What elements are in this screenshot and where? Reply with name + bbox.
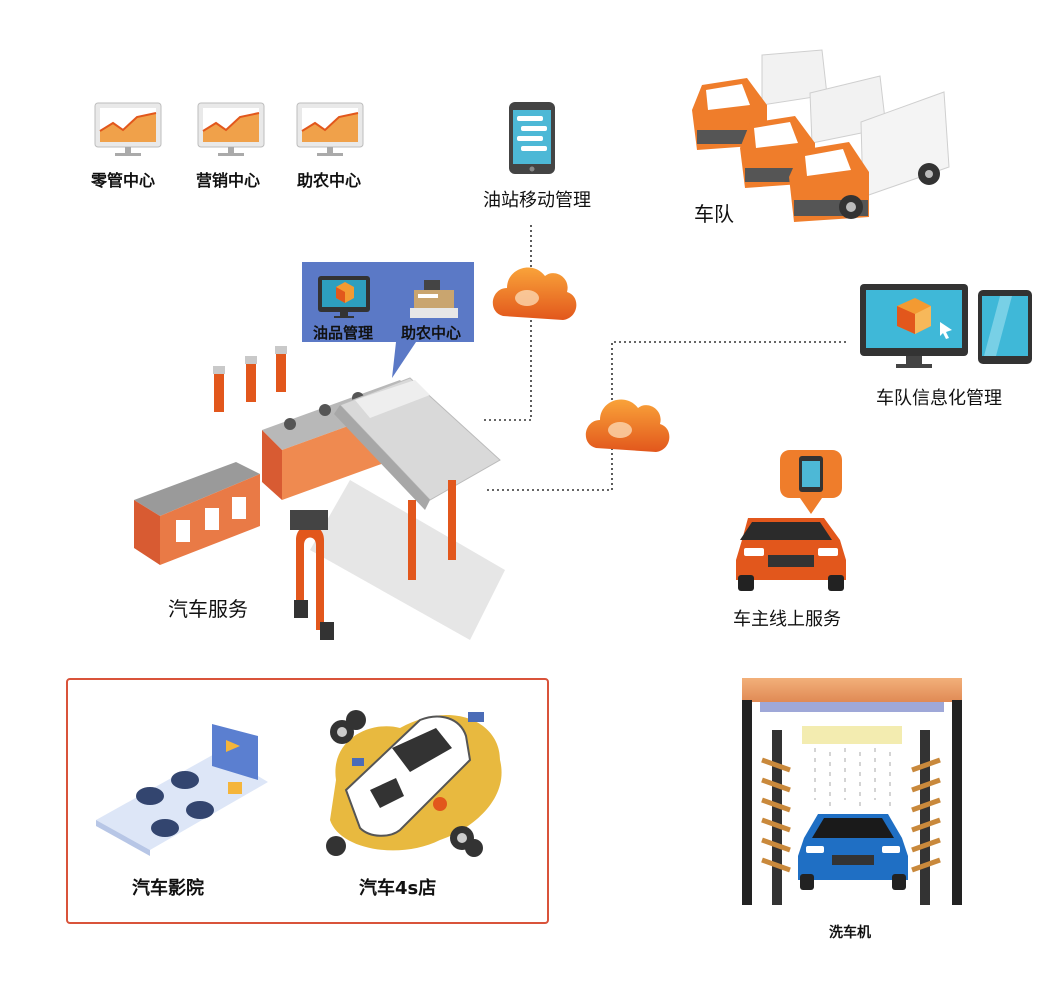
chart-monitor-icon — [296, 102, 364, 156]
chart-monitor-icon — [197, 102, 265, 156]
car-service-label: 汽车服务 — [168, 597, 248, 621]
partner-label-4s: 汽车4s店 — [359, 878, 437, 899]
partner-frame — [66, 678, 549, 924]
car-owner-label: 车主线上服务 — [733, 609, 841, 630]
center-label-agri: 助农中心 — [297, 171, 362, 190]
panel-label-oil: 油品管理 — [313, 324, 374, 342]
partner-label-cinema: 汽车影院 — [132, 878, 204, 899]
smartphone-icon — [509, 102, 555, 174]
cloud-icon — [492, 267, 577, 320]
cloud-icon — [585, 399, 670, 452]
cinema-icon — [96, 724, 268, 856]
gas-station-icon — [134, 346, 505, 640]
car-wash-icon — [742, 678, 962, 905]
car-wash-label: 洗车机 — [829, 925, 871, 941]
center-label-marketing: 营销中心 — [196, 171, 261, 190]
monitor-tablet-icon — [860, 284, 1032, 368]
mobile-label: 油站移动管理 — [483, 190, 591, 211]
repair-shop-icon — [326, 710, 502, 857]
car-phone-icon — [736, 450, 846, 591]
fleet-label: 车队 — [694, 202, 734, 226]
trucks-icon — [692, 49, 950, 222]
fleet-info-label: 车队信息化管理 — [876, 388, 1002, 409]
chart-monitor-icon — [94, 102, 162, 156]
panel-label-agri: 助农中心 — [401, 324, 462, 342]
center-label-retail: 零管中心 — [91, 171, 156, 190]
